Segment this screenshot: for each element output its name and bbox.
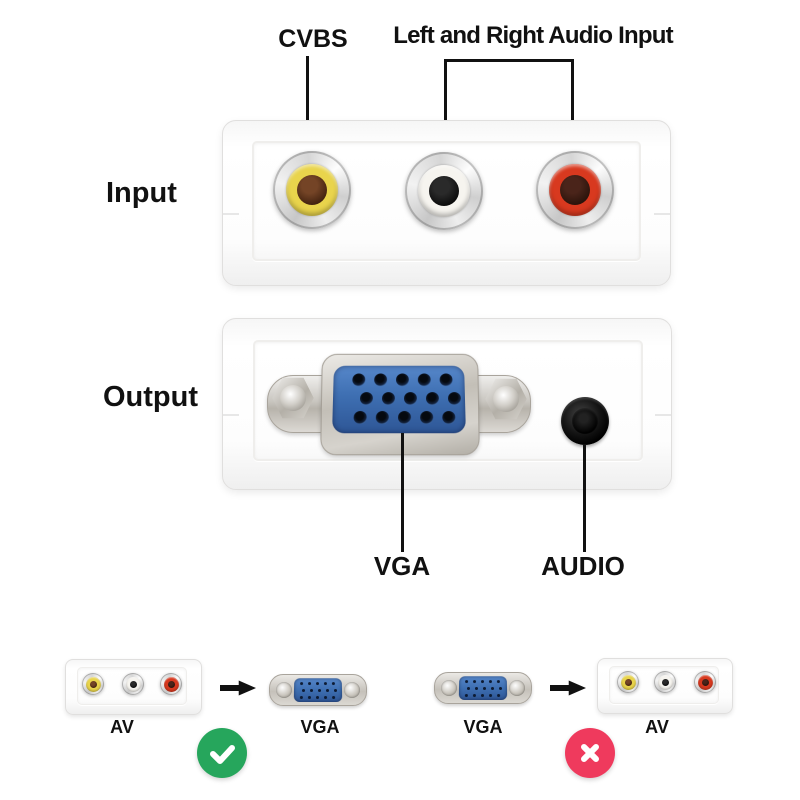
mini-vga-blue-insert	[458, 676, 508, 701]
rca-jack-cvbs-yellow	[273, 151, 351, 229]
audio-input-label: Left and Right Audio Input	[393, 22, 673, 49]
av-label-correct-source: AV	[110, 717, 134, 737]
screw-head	[493, 386, 519, 412]
rca-center-hole	[167, 680, 175, 688]
vga-pin-hole	[381, 391, 395, 405]
vga-pin-hole	[417, 372, 431, 386]
vga-pin-hole	[373, 372, 387, 386]
arrow-right-icon	[550, 680, 586, 696]
vga-pin-hole	[447, 391, 461, 405]
mini-screw-icon	[344, 682, 360, 698]
av-label-incorrect-target: AV	[645, 717, 669, 737]
case-seam	[223, 213, 239, 215]
rca-center-hole	[129, 680, 137, 688]
output-device	[222, 318, 672, 490]
vga-pin-hole	[397, 410, 411, 424]
mini-vga-pins	[300, 682, 304, 686]
vga-pin-hole	[419, 410, 433, 424]
case-seam	[655, 414, 671, 416]
output-label: Output	[103, 381, 199, 413]
rca-center-hole	[701, 678, 709, 686]
vga-pin-hole	[375, 410, 389, 424]
rca-jack-audio-right-red	[536, 151, 614, 229]
rca-center-hole	[560, 175, 590, 205]
screw-head	[280, 385, 306, 411]
audio-jack-3-5mm	[561, 397, 609, 445]
rca-center-hole	[297, 175, 327, 205]
mini-rca-red	[160, 673, 182, 695]
vga-screw-left	[272, 377, 314, 419]
rca-jack-audio-left-white	[405, 152, 483, 230]
vga-connector-small-right	[434, 672, 532, 704]
vga-pin-hole	[351, 372, 365, 386]
vga-blue-insert	[332, 365, 466, 434]
mini-rca-yellow	[617, 671, 639, 693]
input-panel	[252, 141, 641, 261]
mini-vga-pins	[465, 680, 469, 684]
check-icon	[197, 728, 247, 778]
cross-icon	[565, 728, 615, 778]
vga-pin-hole	[439, 372, 453, 386]
arrow-right-icon	[220, 680, 256, 696]
vga-label-correct-target: VGA	[300, 717, 340, 737]
audio-port-label: AUDIO	[541, 551, 625, 581]
vga-pin-hole	[425, 391, 439, 405]
vga-connector-small-left	[269, 674, 367, 706]
cvbs-label: CVBS	[278, 25, 348, 53]
av-connector-small-right	[597, 658, 733, 714]
mini-vga-blue-insert	[293, 678, 343, 703]
mini-screw-icon	[276, 682, 292, 698]
rca-center-hole	[429, 176, 459, 206]
input-device	[222, 120, 671, 286]
case-seam	[223, 414, 239, 416]
mini-screw-icon	[441, 680, 457, 696]
output-panel	[253, 340, 643, 461]
vga-label-incorrect-source: VGA	[463, 717, 503, 737]
vga-pin-hole	[359, 391, 373, 405]
mini-rca-red	[694, 671, 716, 693]
vga-pin-hole	[403, 391, 417, 405]
rca-center-hole	[661, 678, 669, 686]
vga-port-label: VGA	[373, 551, 431, 581]
vga-pin-hole	[353, 410, 367, 424]
case-seam	[654, 213, 670, 215]
audio-leader-line	[583, 444, 586, 552]
rca-center-hole	[624, 678, 632, 686]
vga-screw-right	[485, 378, 527, 420]
audio-bracket-top	[444, 59, 574, 62]
input-label: Input	[106, 177, 177, 209]
mini-screw-icon	[509, 680, 525, 696]
vga-pin-hole	[441, 410, 456, 424]
vga-leader-line	[401, 433, 404, 552]
audio-jack-hole	[572, 408, 598, 434]
mini-panel	[77, 667, 187, 705]
mini-rca-white	[122, 673, 144, 695]
mini-rca-white	[654, 671, 676, 693]
mini-panel	[609, 666, 719, 704]
mini-rca-yellow	[82, 673, 104, 695]
rca-center-hole	[89, 680, 97, 688]
av-connector-small-left	[65, 659, 202, 715]
vga-pin-hole	[395, 372, 409, 386]
